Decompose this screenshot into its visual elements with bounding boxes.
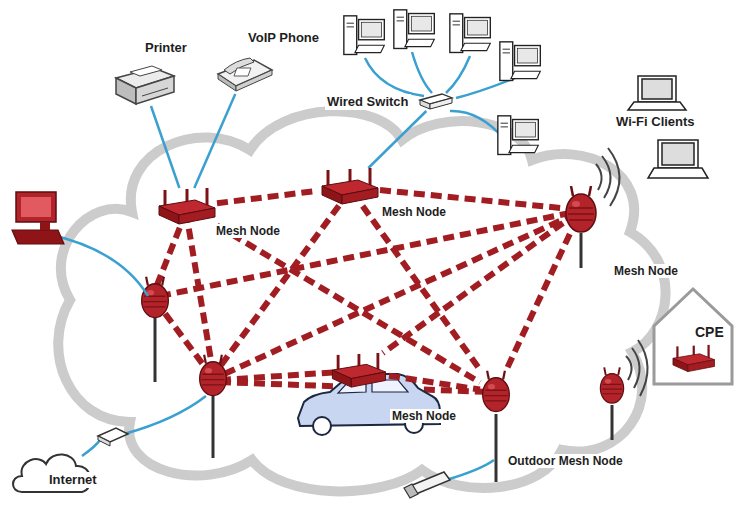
network-device: Internet [8, 446, 98, 500]
device-label: Printer [143, 40, 189, 56]
mesh-link [363, 206, 481, 370]
outdoor-node [600, 367, 623, 403]
device-label: Wi-Fi Clients [614, 114, 697, 130]
network-device: VoIP Phone [214, 54, 274, 94]
mesh-link [217, 191, 318, 203]
mesh-link [389, 376, 480, 390]
computer [450, 14, 490, 53]
mounting-poles [155, 233, 612, 482]
device-icon [563, 186, 599, 234]
mesh-cloud [58, 111, 665, 491]
computer [394, 10, 434, 49]
network-device: Wired Switch [418, 92, 454, 111]
computer [344, 16, 384, 55]
network-device: Mesh Node [563, 186, 599, 234]
device-label: Internet [47, 472, 99, 488]
internet-cable [82, 396, 206, 456]
network-device: CPE [652, 286, 734, 386]
device-icon [418, 92, 454, 111]
ethernet-cable [194, 94, 235, 188]
network-device: Wi-Fi Clients [598, 70, 734, 182]
mesh-link [506, 234, 570, 370]
network-device: Mesh Node [327, 353, 389, 389]
device-label: Mesh Node [214, 224, 282, 238]
device-label: Wired Switch [325, 94, 411, 110]
device-label: CPE [693, 324, 726, 341]
device-icon [214, 54, 274, 94]
computer [500, 42, 540, 81]
ethernet-cable [368, 111, 426, 168]
ethernet-cable [151, 106, 179, 188]
mesh-link [383, 223, 563, 353]
device-label: Mesh Node [380, 205, 448, 219]
device-icon [108, 60, 178, 106]
network-device: Outdoor Mesh Node [480, 370, 512, 414]
device-label: Mesh Node [612, 264, 680, 278]
device-icon [480, 370, 512, 414]
red-computer [12, 192, 148, 296]
camera [404, 460, 494, 498]
device-icon [155, 188, 217, 226]
mesh-links [155, 192, 575, 392]
device-icon [318, 168, 380, 206]
network-device: Mesh Node [318, 168, 380, 206]
computer [498, 116, 538, 155]
device-label: VoIP Phone [246, 30, 321, 46]
mesh-link [217, 226, 480, 383]
outdoor-node [200, 355, 227, 396]
outdoor-node [142, 277, 169, 318]
network-device: Printer [108, 60, 178, 106]
device-label: Mesh Node [390, 409, 458, 423]
device-icon [327, 353, 389, 389]
device-label: Outdoor Mesh Node [506, 454, 625, 468]
network-device: Mesh Node [155, 188, 217, 226]
